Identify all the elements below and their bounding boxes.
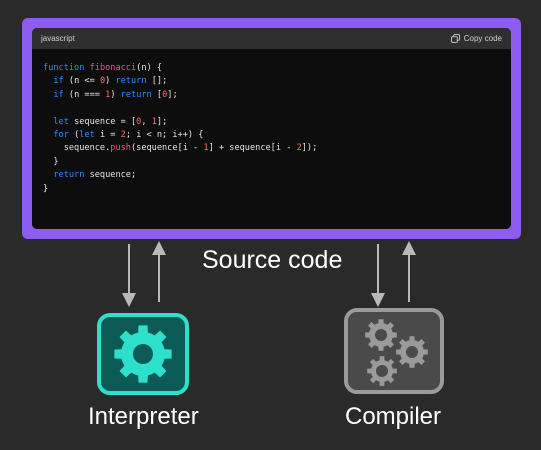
interpreter-label: Interpreter (88, 403, 199, 430)
code-panel: javascript Copy code function fibonacci(… (32, 28, 511, 229)
copy-code-button[interactable]: Copy code (450, 34, 502, 43)
code-line: } (43, 183, 49, 194)
source-code-label: Source code (202, 246, 343, 274)
code-line: for (let i = 2; i < n; i++) { (53, 130, 204, 141)
code-line: if (n === 1) return [0]; (53, 89, 178, 100)
gears-icon (344, 308, 444, 394)
code-line: } (43, 156, 59, 167)
code-line: return sequence; (53, 170, 137, 181)
code-line: if (n <= 0) return []; (53, 76, 168, 87)
compiler-label: Compiler (345, 403, 442, 430)
code-header: javascript Copy code (32, 28, 511, 49)
code-line: sequence.push(sequence[i - 1] + sequence… (43, 143, 318, 154)
copy-icon (450, 34, 460, 43)
copy-code-label: Copy code (463, 34, 502, 43)
code-line: let sequence = [0, 1]; (53, 116, 168, 127)
code-block: function fibonacci(n) { if (n <= 0) retu… (32, 49, 511, 196)
gear-icon (97, 313, 189, 395)
code-language-label: javascript (41, 34, 75, 43)
code-line: function fibonacci(n) { (43, 63, 163, 73)
